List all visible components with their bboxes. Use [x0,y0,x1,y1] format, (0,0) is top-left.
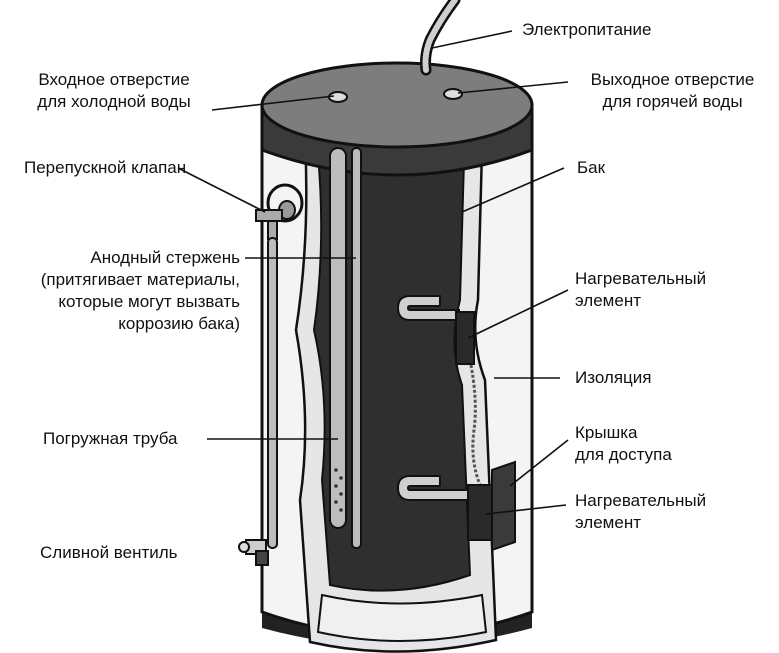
access-cover [491,460,516,552]
label-access-cover-line-2: для доступа [575,445,672,464]
leader-access-cover [509,439,569,487]
label-heating-element-upper: Нагревательный элемент [575,268,706,312]
dip-tube [329,147,347,529]
label-heating-lower-line-2: элемент [575,513,641,532]
heating-element-upper-panel [455,311,475,365]
label-cold-inlet-line-2: для холодной воды [37,92,191,111]
top-cap [260,61,534,149]
label-hot-outlet-line-1: Выходное отверстие [590,70,755,89]
label-power: Электропитание [522,20,652,39]
dip-tube-holes [334,468,343,512]
label-anode-rod-line-1: Анодный стержень [90,248,240,267]
anode-rod [351,147,362,549]
label-anode-rod-line-3: которые могут вызвать [58,292,240,311]
label-dip-tube: Погружная труба [43,429,178,448]
label-hot-outlet: Выходное отверстие для горячей воды [570,69,775,113]
label-heating-upper-line-2: элемент [575,291,641,310]
label-heating-element-lower: Нагревательный элемент [575,490,706,534]
label-anode-rod-line-2: (притягивает материалы, [40,270,240,289]
label-hot-outlet-line-2: для горячей воды [602,92,743,111]
heating-element-lower-loop [396,475,470,501]
label-anode-rod-line-4: коррозию бака) [118,314,240,333]
leader-power [431,30,513,49]
label-access-cover: Крышка для доступа [575,422,672,466]
heating-element-upper-loop [396,295,460,321]
leader-cold-inlet [211,95,335,111]
hot-outlet-fitting [443,88,463,100]
label-tank: Бак [577,158,606,177]
leader-heating-lower [485,504,567,515]
label-insulation: Изоляция [575,368,652,387]
leader-heating-upper [467,289,569,339]
label-cold-inlet: Входное отверстие для холодной воды [14,69,214,113]
label-heating-upper-line-1: Нагревательный [575,269,707,288]
drain-valve [238,539,269,566]
label-anode-rod: Анодный стержень (притягивает материалы,… [0,247,240,335]
leader-tank [461,167,565,213]
leader-hot-outlet [457,81,569,94]
label-relief-valve: Перепускной клапан [24,158,187,177]
heating-element-lower-panel [467,484,493,541]
relief-pipe [267,237,278,549]
tank-bottom-band [316,593,488,642]
leader-relief-valve [177,167,266,213]
label-drain-valve: Сливной вентиль [40,543,178,562]
label-cold-inlet-line-1: Входное отверстие [38,70,190,89]
relief-valve [255,183,304,240]
element-wiring [468,359,482,486]
label-heating-lower-line-1: Нагревательный [575,491,707,510]
label-access-cover-line-1: Крышка [575,423,638,442]
